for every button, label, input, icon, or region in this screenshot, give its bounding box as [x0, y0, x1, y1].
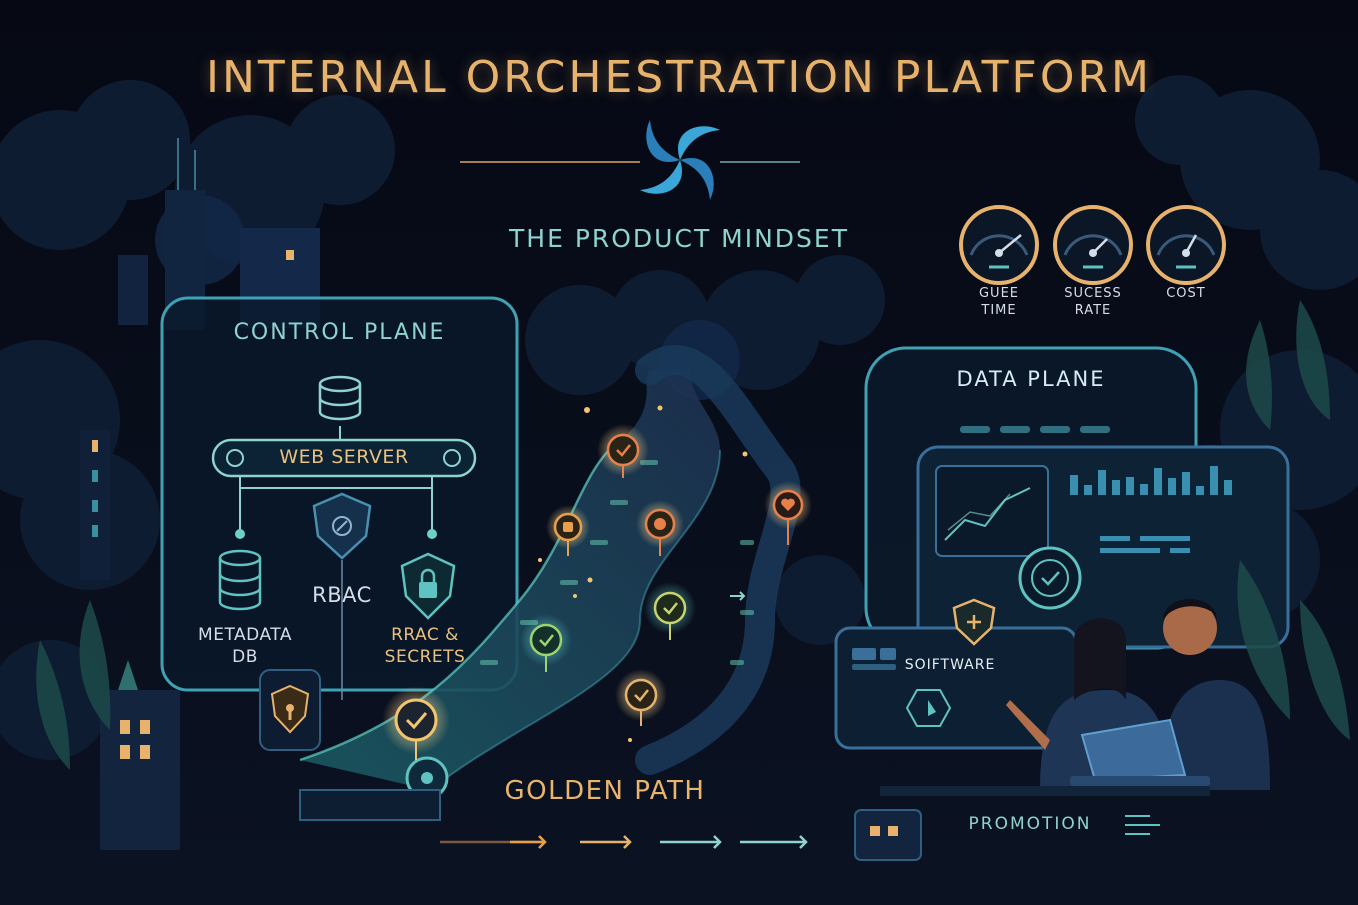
checkmark-icon [394, 698, 438, 742]
subtitle: THE PRODUCT MINDSET [509, 224, 849, 253]
chart-icon [944, 487, 1031, 541]
gauge-label-line2: TIME [981, 303, 1017, 318]
data-plane-title: DATA PLANE [956, 367, 1106, 391]
golden-path-road [299, 345, 801, 821]
data-plane-panel [864, 346, 1290, 650]
shield-icon [952, 598, 996, 646]
checkmark-icon [624, 678, 658, 712]
gauge-label-line2: RATE [1074, 303, 1112, 318]
metadata-label-line2: DB [232, 647, 258, 667]
secrets-label: RRAC & SECRETS [360, 624, 490, 668]
control-plane-title: CONTROL PLANE [233, 320, 446, 345]
checkmark-icon [606, 433, 640, 467]
gauge-icon [1146, 205, 1226, 285]
gauge-label-line1: GUEE [978, 286, 1020, 301]
metadata-db-label: METADATA DB [180, 624, 310, 668]
software-monitor [834, 598, 1078, 750]
checkmark-icon [1018, 546, 1082, 610]
heart-icon [772, 489, 804, 521]
database-icon [218, 549, 262, 611]
gauge-icon [959, 205, 1039, 285]
chart-icon [1070, 466, 1232, 495]
lock-shield-icon [259, 669, 321, 751]
rbac-label: RBAC [312, 583, 372, 607]
secrets-label-line2: SECRETS [384, 647, 466, 667]
metadata-label-line1: METADATA [198, 625, 292, 645]
checkmark-icon [653, 591, 687, 625]
database-icon [318, 375, 362, 421]
gauge-label-line1: COST [1166, 286, 1206, 301]
gauges [959, 205, 1226, 285]
gauge-label-line1: SUCESS [1064, 286, 1122, 301]
golden-path-label: GOLDEN PATH [504, 776, 706, 806]
checkmark-icon [529, 623, 563, 657]
gauge-label-cost: COST [1131, 285, 1241, 302]
web-server-label: WEB SERVER [279, 446, 409, 468]
checkpoint-pins [382, 405, 812, 760]
lock-shield-icon [400, 552, 456, 620]
promotion-icon [1125, 815, 1160, 835]
secrets-label-line1: RRAC & [391, 625, 459, 645]
gauge-label-success-rate: SUCESS RATE [1038, 285, 1148, 319]
laptop-icon [1070, 718, 1210, 786]
path-arrows [440, 835, 808, 849]
page-title: INTERNAL ORCHESTRATION PLATFORM [205, 52, 1153, 103]
logo-pinwheel-icon [640, 120, 720, 200]
shield-icon [312, 492, 372, 560]
promotion-label: PROMOTION [968, 814, 1092, 834]
gauge-icon [1053, 205, 1133, 285]
city-buildings-left [80, 138, 320, 850]
control-plane-panel [160, 296, 519, 700]
gauge-label-queue-time: GUEE TIME [944, 285, 1054, 319]
software-label: SOIFTWARE [904, 657, 996, 673]
foreground-leaves [36, 300, 1350, 770]
